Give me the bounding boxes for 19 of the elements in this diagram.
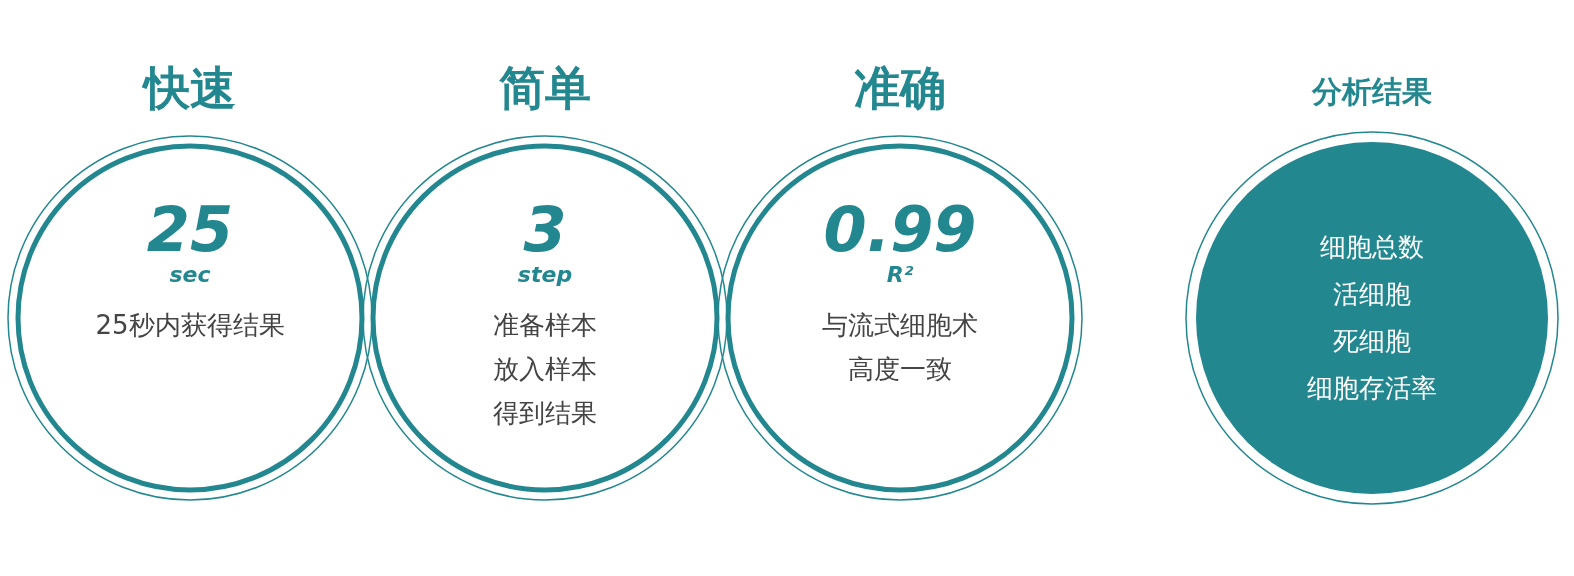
description-text: 与流式细胞术高度一致: [821, 309, 979, 386]
heading: 分析结果: [1312, 73, 1432, 111]
description-text: 25秒内获得结果: [95, 309, 285, 342]
description-text: 准备样本: [493, 309, 597, 342]
unit-label: step: [517, 262, 573, 287]
big-number: 0.99: [823, 195, 977, 265]
result-item: 细胞总数: [1320, 231, 1424, 264]
description-text: 得到结果: [493, 397, 597, 430]
result-item: 活细胞: [1333, 278, 1411, 311]
heading: 快速: [144, 60, 236, 117]
description-text: 放入样本: [493, 353, 597, 386]
heading: 简单: [499, 60, 591, 117]
heading: 准确: [854, 60, 946, 117]
big-number: 25: [146, 195, 234, 265]
big-number: 3: [523, 195, 567, 265]
unit-label: sec: [169, 262, 211, 287]
result-item: 死细胞: [1333, 325, 1411, 358]
result-item: 细胞存活率: [1307, 372, 1437, 405]
unit-label: R²: [886, 262, 914, 287]
